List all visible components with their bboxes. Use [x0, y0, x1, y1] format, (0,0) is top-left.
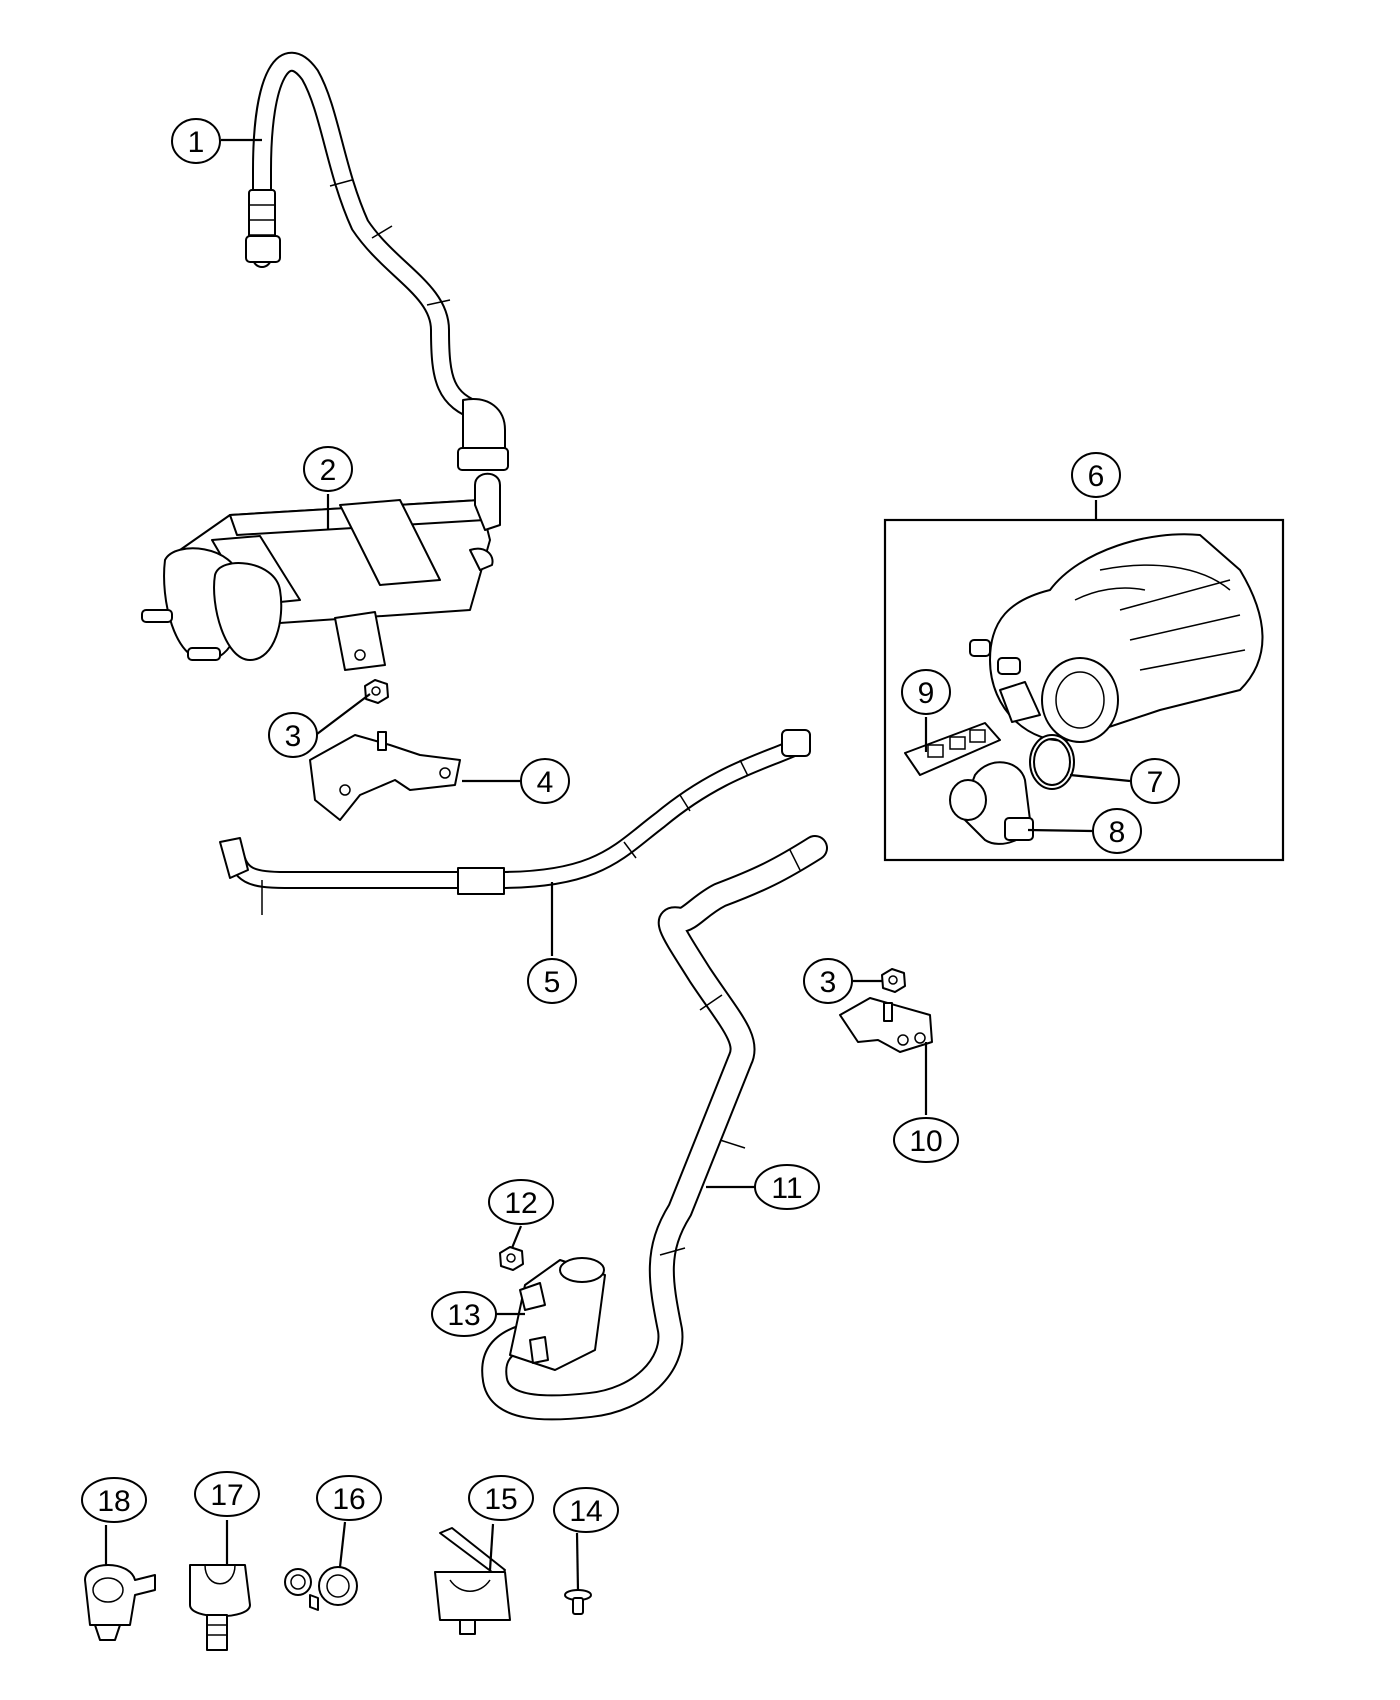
- part-10-bracket: [839, 997, 933, 1053]
- callout-10: 10: [893, 1117, 959, 1163]
- callout-12: 12: [488, 1179, 554, 1225]
- leader-lines: [104, 138, 1131, 1592]
- callout-15-label: 15: [484, 1483, 517, 1516]
- callout-14-label: 14: [569, 1495, 602, 1528]
- callout-3-upper-label: 3: [285, 720, 302, 753]
- callout-16: 16: [316, 1475, 382, 1521]
- callout-17: 17: [194, 1471, 260, 1517]
- callout-7: 7: [1130, 758, 1180, 804]
- callout-9: 9: [901, 669, 951, 715]
- callout-8: 8: [1092, 808, 1142, 854]
- callout-2: 2: [303, 446, 353, 492]
- callout-18-label: 18: [97, 1485, 130, 1518]
- part-17-clip: [189, 1564, 251, 1651]
- part-11-vent-hose: [481, 835, 828, 1421]
- part-1-vapor-hose: [245, 51, 509, 471]
- part-7-o-ring: [1029, 734, 1075, 790]
- part-9-pad: [904, 722, 1001, 776]
- callout-12-label: 12: [504, 1187, 537, 1220]
- callout-1: 1: [171, 118, 221, 164]
- part-14-push-pin: [564, 1589, 592, 1615]
- part-3-nut-lower: [881, 968, 906, 993]
- callout-11: 11: [754, 1164, 820, 1210]
- callout-4-label: 4: [537, 766, 554, 799]
- part-13-filter: [509, 1257, 606, 1371]
- callout-6: 6: [1071, 452, 1121, 498]
- callout-13-label: 13: [447, 1299, 480, 1332]
- callout-3-lower: 3: [803, 958, 853, 1004]
- part-6-canister-assembly: [883, 518, 1285, 862]
- callout-7-label: 7: [1147, 766, 1164, 799]
- callout-6-label: 6: [1088, 460, 1105, 493]
- callout-5-label: 5: [544, 966, 561, 999]
- callout-8-label: 8: [1109, 816, 1126, 849]
- callout-14: 14: [553, 1487, 619, 1533]
- part-3-nut-upper: [364, 679, 389, 704]
- callout-10-label: 10: [909, 1125, 942, 1158]
- part-15-clip: [434, 1527, 511, 1635]
- part-12-nut: [499, 1246, 524, 1271]
- callout-1-label: 1: [188, 126, 205, 159]
- part-2-vapor-canister: [141, 472, 501, 671]
- part-8-leak-detection-pump: [949, 761, 1034, 845]
- callout-16-label: 16: [332, 1483, 365, 1516]
- part-16-hose-clips: [284, 1566, 358, 1611]
- callout-9-label: 9: [918, 677, 935, 710]
- callout-17-label: 17: [210, 1479, 243, 1512]
- callout-13: 13: [431, 1291, 497, 1337]
- callout-11-label: 11: [771, 1172, 802, 1205]
- callout-3-lower-label: 3: [820, 966, 837, 999]
- part-5-vapor-tube: [219, 729, 811, 915]
- part-4-bracket: [309, 731, 461, 821]
- callout-15: 15: [468, 1475, 534, 1521]
- callout-3-upper: 3: [268, 712, 318, 758]
- part-18-clip: [84, 1564, 156, 1641]
- callout-2-label: 2: [320, 454, 337, 487]
- callout-4: 4: [520, 758, 570, 804]
- callout-5: 5: [527, 958, 577, 1004]
- callout-18: 18: [81, 1477, 147, 1523]
